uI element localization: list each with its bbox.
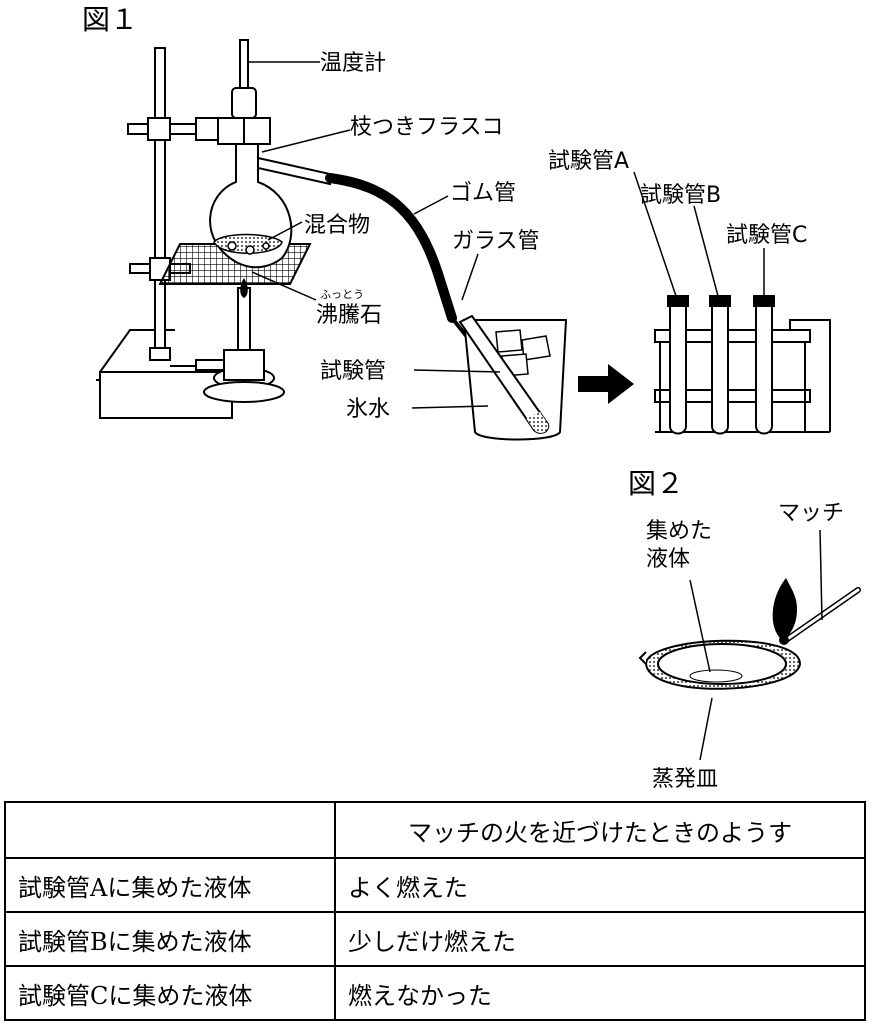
results-table: マッチの火を近づけたときのようす 試験管Aに集めた液体 よく燃えた 試験管Bに集… (4, 801, 866, 1021)
rubber-tube (325, 173, 457, 323)
label-rubber-tube: ゴム管 (450, 181, 516, 206)
table-cell-sample: 試験管Bに集めた液体 (4, 911, 336, 967)
burner-flame (240, 278, 248, 298)
figure2-leader-lines (689, 529, 823, 761)
label-ice-water: 氷水 (346, 397, 390, 422)
label-collected-liquid-line2: 液体 (646, 547, 690, 572)
table-cell-result: 少しだけ燃えた (334, 911, 866, 967)
leader-lines (248, 61, 765, 409)
test-tube-b (709, 295, 731, 435)
label-test-tube-c: 試験管C (726, 223, 807, 248)
label-test-tube-b: 試験管B (640, 183, 721, 208)
figure2-title: 図２ (628, 467, 684, 500)
label-test-tube-a: 試験管A (548, 149, 629, 174)
experiment-diagram: 図１ 図２ (82, 3, 861, 792)
label-glass-tube: ガラス管 (452, 229, 540, 254)
label-mixture: 混合物 (304, 213, 370, 238)
test-tube-a (667, 295, 689, 435)
mixture (213, 233, 283, 255)
gas-burner (170, 287, 285, 403)
label-evaporating-dish: 蒸発皿 (652, 767, 718, 792)
table-row: 試験管Cに集めた液体 燃えなかった (4, 965, 866, 1021)
label-side-arm-flask: 枝つきフラスコ (350, 115, 504, 140)
table-cell-result: よく燃えた (334, 857, 866, 913)
ice-cubes (495, 329, 551, 377)
table-row: 試験管Aに集めた液体 よく燃えた (4, 857, 866, 913)
collected-liquid (526, 412, 549, 433)
label-collected-liquid-line1: 集めた (646, 519, 712, 544)
label-test-tube: 試験管 (320, 359, 386, 384)
stand-rod (149, 47, 171, 361)
table-header-cell: マッチの火を近づけたときのようす (334, 801, 866, 859)
right-arrow (578, 364, 634, 404)
evaporating-dish (638, 639, 802, 690)
table-header-cell (4, 801, 336, 859)
table-header-row: マッチの火を近づけたときのようす (4, 801, 866, 859)
match-flame (772, 578, 798, 640)
upper-clamp (127, 117, 271, 145)
label-match: マッチ (778, 501, 844, 526)
table-cell-sample: 試験管Aに集めた液体 (4, 857, 336, 913)
figure1-title: 図１ (82, 3, 138, 36)
label-boiling-chips: 沸騰石 (316, 303, 382, 328)
test-tube-c (753, 295, 775, 435)
table-row: 試験管Bに集めた液体 少しだけ燃えた (4, 911, 866, 967)
table-cell-result: 燃えなかった (334, 965, 866, 1021)
label-thermometer: 温度計 (320, 51, 386, 76)
label-boiling-chips-ruby: ふっとう (320, 288, 364, 301)
table-cell-sample: 試験管Cに集めた液体 (4, 965, 336, 1021)
